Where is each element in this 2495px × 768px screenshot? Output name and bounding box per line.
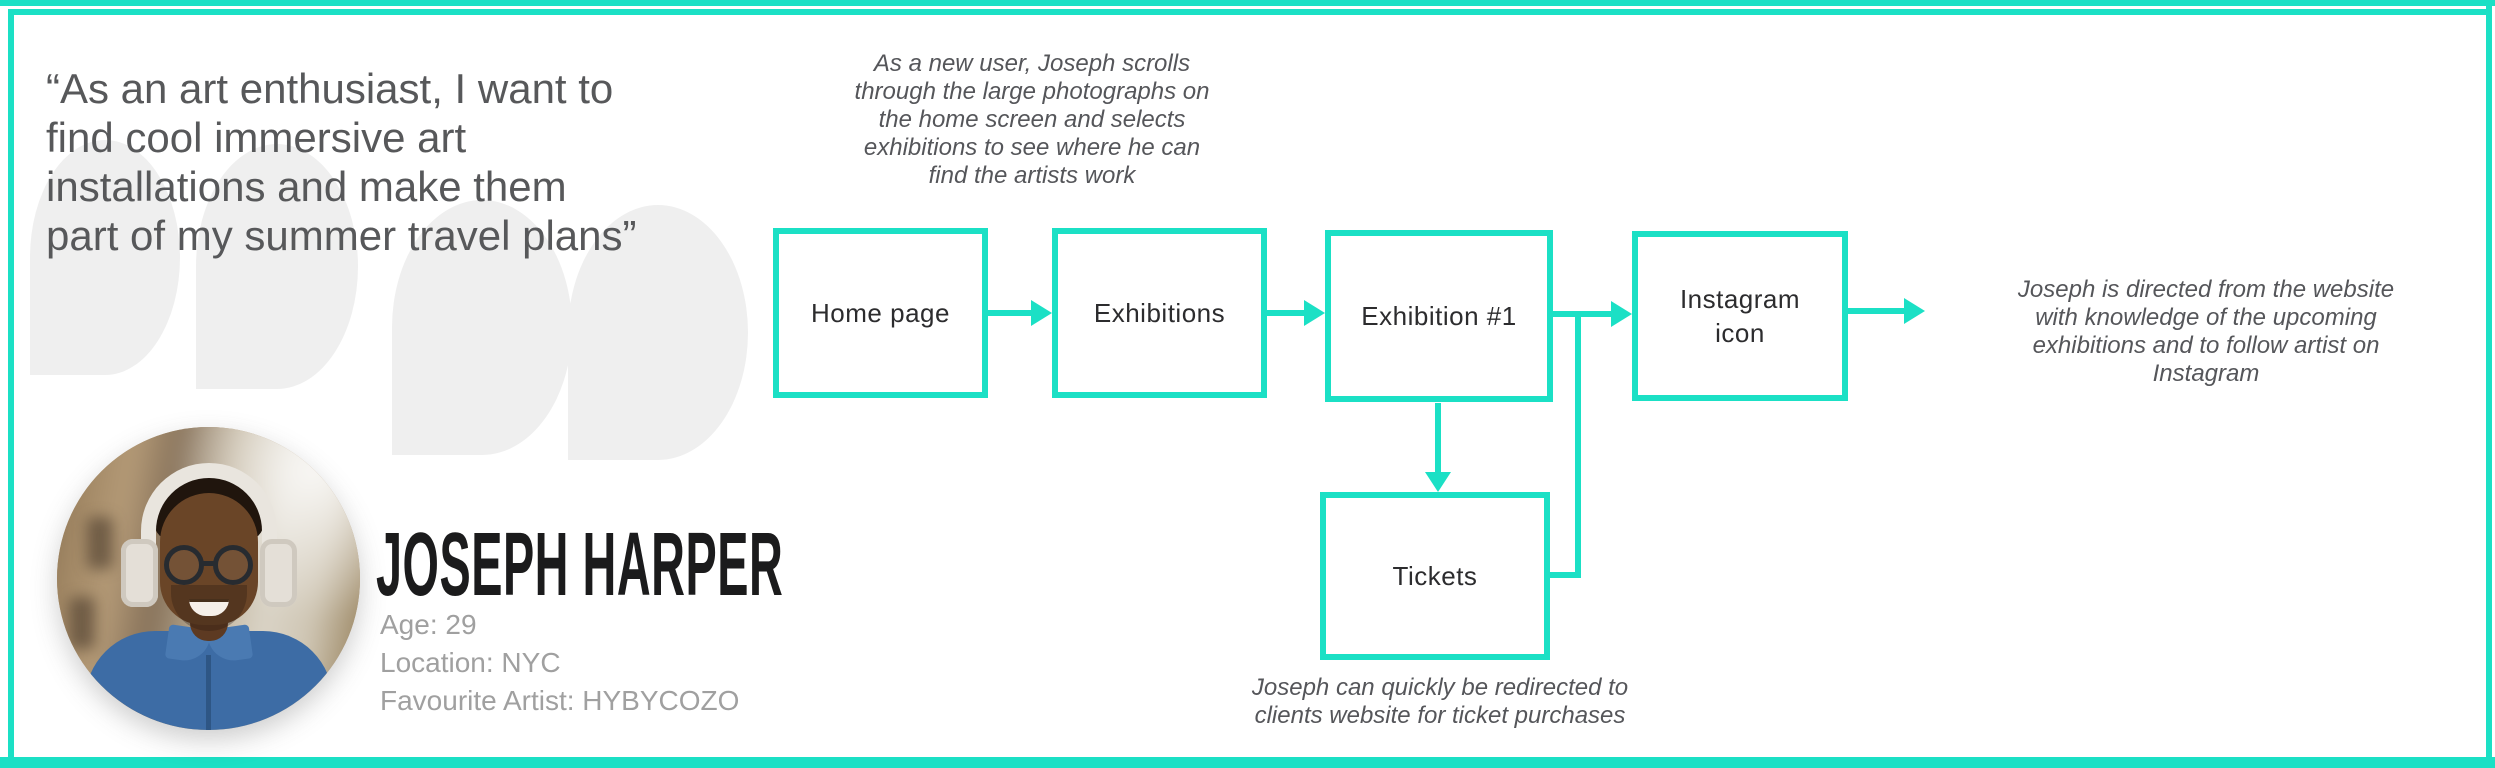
quote-mark-blob	[196, 144, 358, 389]
note-line: Joseph is directed from the website	[2017, 276, 2395, 303]
note-line: Joseph can quickly be redirected to	[1251, 674, 1629, 701]
arrow-line	[1553, 311, 1612, 317]
headphone-cup-right-icon	[260, 539, 297, 607]
journey-note-top: As a new user, Joseph scrolls through th…	[786, 50, 1278, 190]
glasses-bridge-icon	[202, 561, 215, 566]
arrowhead-right-icon	[1904, 298, 1925, 324]
shirt-seam	[206, 655, 211, 730]
quote-mark-blob	[568, 205, 748, 460]
quote-line: “As an art enthusiast, I want to	[46, 65, 614, 112]
connector-line-vertical	[1575, 314, 1581, 578]
persona-quote: “As an art enthusiast, I want to find co…	[46, 64, 706, 260]
quote-line: part of my summer travel plans”	[46, 212, 637, 259]
flow-box-instagram-icon: Instagram icon	[1632, 231, 1848, 401]
arrowhead-right-icon	[1031, 300, 1052, 326]
flow-box-exhibitions: Exhibitions	[1052, 228, 1267, 398]
flow-box-label: Exhibition #1	[1361, 300, 1517, 331]
arrow-line	[1848, 308, 1905, 314]
avatar-building-window	[87, 517, 113, 569]
frame-border-left	[8, 9, 14, 757]
note-line: As a new user, Joseph scrolls	[873, 50, 1191, 77]
flow-box-exhibition-1: Exhibition #1	[1325, 230, 1553, 402]
glasses-right-lens-icon	[213, 545, 253, 585]
note-line: clients website for ticket purchases	[1254, 702, 1626, 729]
glasses-left-lens-icon	[164, 545, 204, 585]
note-line: find the artists work	[928, 162, 1136, 189]
persona-detail-favourite-artist: Favourite Artist: HYBYCOZO	[380, 685, 740, 716]
quote-mark-blob	[392, 200, 572, 455]
quote-mark-blob	[30, 140, 180, 375]
arrowhead-right-icon	[1611, 301, 1632, 327]
flow-box-label: Home page	[811, 297, 950, 328]
frame-border-right	[2486, 3, 2492, 757]
avatar-building-window	[69, 597, 95, 649]
arrowhead-right-icon	[1304, 300, 1325, 326]
note-line: through the large photographs on	[854, 78, 1210, 105]
note-line: Instagram	[2152, 360, 2260, 387]
persona-name: JOSEPH HARPER	[376, 515, 784, 615]
flow-box-label: Tickets	[1392, 560, 1478, 591]
arrow-line	[1435, 403, 1441, 473]
journey-note-bottom: Joseph can quickly be redirected to clie…	[1160, 674, 1720, 730]
note-line: the home screen and selects	[878, 106, 1186, 133]
arrowhead-down-icon	[1425, 472, 1451, 492]
quote-line: find cool immersive art	[46, 114, 467, 161]
journey-note-right: Joseph is directed from the website with…	[1956, 276, 2456, 388]
person-smile	[189, 599, 229, 616]
persona-detail-location: Location: NYC	[380, 647, 561, 678]
quote-line: installations and make them	[46, 163, 567, 210]
flow-box-home-page: Home page	[773, 228, 988, 398]
avatar-photo	[57, 427, 360, 730]
top-edge-strip	[0, 0, 2495, 6]
flow-box-label: Exhibitions	[1093, 297, 1226, 328]
flow-box-tickets: Tickets	[1320, 492, 1550, 660]
persona-details: Age: 29 Location: NYC Favourite Artist: …	[380, 606, 739, 720]
persona-detail-age: Age: 29	[380, 609, 477, 640]
connector-line-horizontal	[1550, 572, 1581, 578]
arrow-line	[988, 310, 1032, 316]
note-line: exhibitions to see where he can	[863, 134, 1201, 161]
arrow-line	[1267, 310, 1305, 316]
frame-border-top	[8, 9, 2492, 15]
flow-box-label: Instagram icon	[1679, 284, 1801, 348]
note-line: with knowledge of the upcoming	[2035, 304, 2377, 331]
note-line: exhibitions and to follow artist on	[2032, 332, 2380, 359]
bottom-edge-strip	[0, 757, 2495, 768]
headphone-cup-left-icon	[121, 539, 158, 607]
